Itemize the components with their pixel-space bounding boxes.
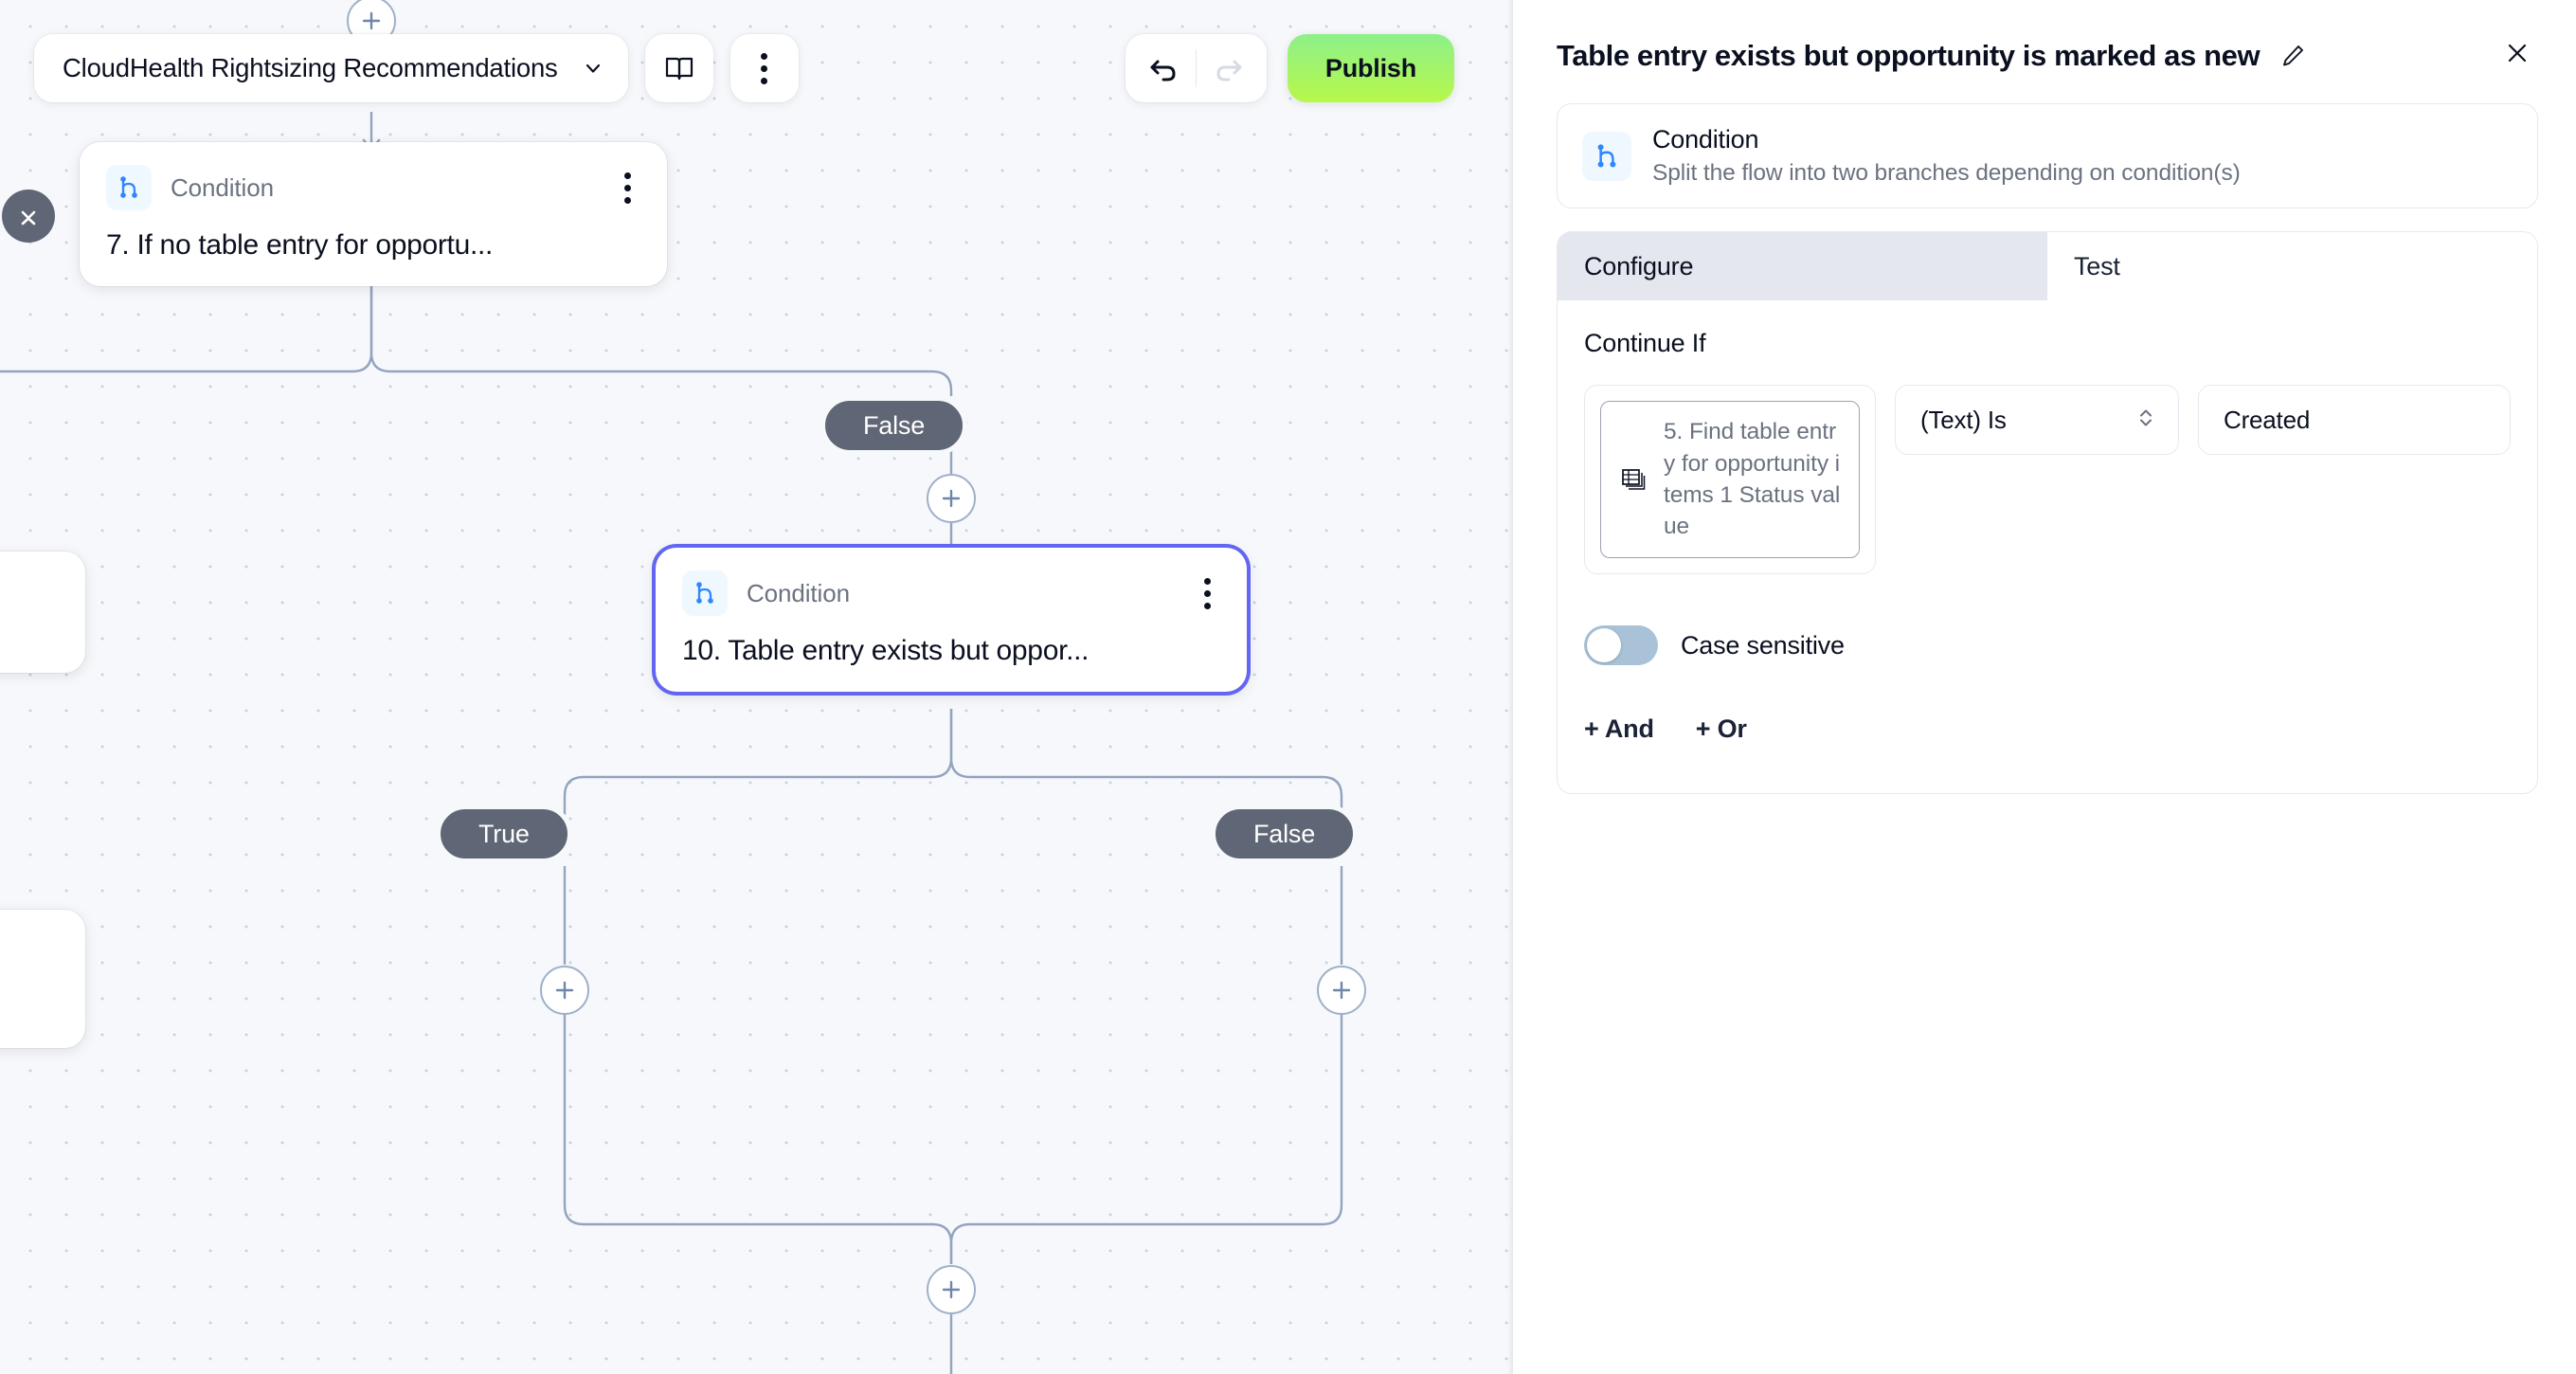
close-glyph (2508, 44, 2527, 63)
plus-icon (942, 489, 961, 508)
canvas-edge-shadow (1507, 0, 1513, 1374)
table-icon (1616, 465, 1650, 494)
flow-name-label: CloudHealth Rightsizing Recommendations (63, 53, 558, 82)
step-type-text: Condition Split the flow into two branch… (1652, 125, 2241, 187)
pencil-icon[interactable] (2279, 42, 2307, 75)
node-menu-button[interactable] (1195, 574, 1220, 613)
configure-tab-body: Continue If 5. Find table entry (1558, 300, 2537, 793)
case-sensitive-row: Case sensitive (1584, 625, 2511, 665)
condition-branch-icon (106, 165, 152, 210)
canvas-toolbar-left: CloudHealth Rightsizing Recommendations (34, 34, 799, 102)
redo-icon (1216, 60, 1242, 81)
step-detail-panel: Table entry exists but opportunity is ma… (1513, 0, 2576, 1374)
continue-if-label: Continue If (1584, 329, 1706, 357)
node-header: Condition (106, 165, 640, 210)
case-sensitive-toggle[interactable] (1584, 625, 1658, 665)
collapse-expand-icon (21, 210, 36, 226)
condition-branch-icon (682, 570, 728, 616)
flow-name-selector[interactable]: CloudHealth Rightsizing Recommendations (34, 34, 628, 102)
undo-icon (1150, 60, 1176, 81)
tab-configure[interactable]: Configure (1558, 232, 2047, 300)
collapse-expand-button[interactable] (2, 190, 55, 243)
condition-branch-icon (1582, 131, 1631, 181)
plus-icon (1332, 981, 1351, 1000)
branch-glyph (696, 582, 713, 604)
add-condition-row: + And + Or (1584, 714, 2511, 744)
add-or-button[interactable]: + Or (1695, 714, 1747, 743)
flow-node-clipped-1[interactable] (0, 551, 85, 673)
add-step-plus-true[interactable] (540, 966, 589, 1015)
step-type-title: Condition (1652, 125, 1759, 154)
panel-tabs: Configure Test (1558, 232, 2537, 300)
add-and-button[interactable]: + And (1584, 714, 1654, 743)
condition-value-input[interactable] (2198, 385, 2511, 455)
branch-glyph (1597, 143, 1616, 168)
branch-label-false[interactable]: False (1211, 805, 1359, 863)
toggle-knob (1587, 628, 1621, 662)
kebab-menu-icon (624, 172, 631, 204)
add-step-plus-false-top[interactable] (927, 474, 976, 523)
book-icon (665, 57, 693, 81)
publish-button[interactable]: Publish (1287, 34, 1454, 102)
undo-redo-group (1125, 34, 1267, 102)
chevron-up-down-icon (2135, 405, 2157, 436)
condition-operator-value: (Text) Is (1920, 405, 2007, 434)
case-sensitive-label: Case sensitive (1681, 630, 1845, 660)
step-type-info-card: Condition Split the flow into two branch… (1557, 103, 2538, 208)
condition-operator-select[interactable]: (Text) Is (1895, 385, 2179, 455)
condition-field-token[interactable]: 5. Find table entry for opportunity item… (1600, 401, 1861, 558)
condition-row: 5. Find table entry for opportunity item… (1584, 385, 2511, 574)
canvas-toolbar-right: Publish (1125, 34, 1454, 102)
node-title: 7. If no table entry for opportu... (106, 229, 494, 261)
condition-field-text: 5. Find table entry for opportunity item… (1664, 419, 1841, 540)
configuration-card: Configure Test Continue If (1557, 231, 2538, 794)
table-glyph (1622, 469, 1646, 490)
plus-icon (362, 11, 381, 30)
redo-button[interactable] (1197, 34, 1261, 102)
branch-label-true[interactable]: True (436, 805, 572, 863)
plus-icon (555, 981, 574, 1000)
node-type-label: Condition (171, 172, 274, 202)
branch-label-false-top[interactable]: False (820, 396, 968, 455)
node-header: Condition (682, 570, 1220, 616)
node-menu-button[interactable] (615, 169, 640, 208)
pencil-glyph (2283, 45, 2304, 66)
kebab-menu-icon (1204, 577, 1211, 609)
documentation-button[interactable] (644, 34, 713, 102)
chevron-down-icon (585, 63, 600, 73)
panel-header: Table entry exists but opportunity is ma… (1557, 38, 2538, 75)
flow-node-condition-10[interactable]: Condition 10. Table entry exists but opp… (656, 548, 1247, 692)
tab-test[interactable]: Test (2047, 232, 2537, 300)
toolbar-divider (1195, 49, 1197, 87)
undo-button[interactable] (1131, 34, 1196, 102)
flow-canvas[interactable]: CloudHealth Rightsizing Recommendations (0, 0, 1513, 1374)
add-step-plus-false[interactable] (1317, 966, 1366, 1015)
canvas-more-menu-button[interactable] (730, 34, 799, 102)
flow-node-clipped-2[interactable] (0, 910, 85, 1048)
chevron-up-down-glyph (2140, 409, 2152, 425)
page-title: Table entry exists but opportunity is ma… (1557, 39, 2261, 72)
node-type-label: Condition (747, 578, 850, 607)
step-type-subtitle: Split the flow into two branches dependi… (1652, 160, 2241, 186)
add-step-plus-merge[interactable] (927, 1265, 976, 1314)
node-title: 10. Table entry exists but oppor... (682, 635, 1090, 666)
close-icon[interactable] (2496, 38, 2538, 73)
condition-field-token-box[interactable]: 5. Find table entry for opportunity item… (1584, 385, 1877, 574)
flow-node-condition-7[interactable]: Condition 7. If no table entry for oppor… (80, 142, 667, 286)
plus-icon (942, 1280, 961, 1299)
branch-glyph (120, 176, 137, 198)
kebab-menu-icon (761, 52, 768, 84)
